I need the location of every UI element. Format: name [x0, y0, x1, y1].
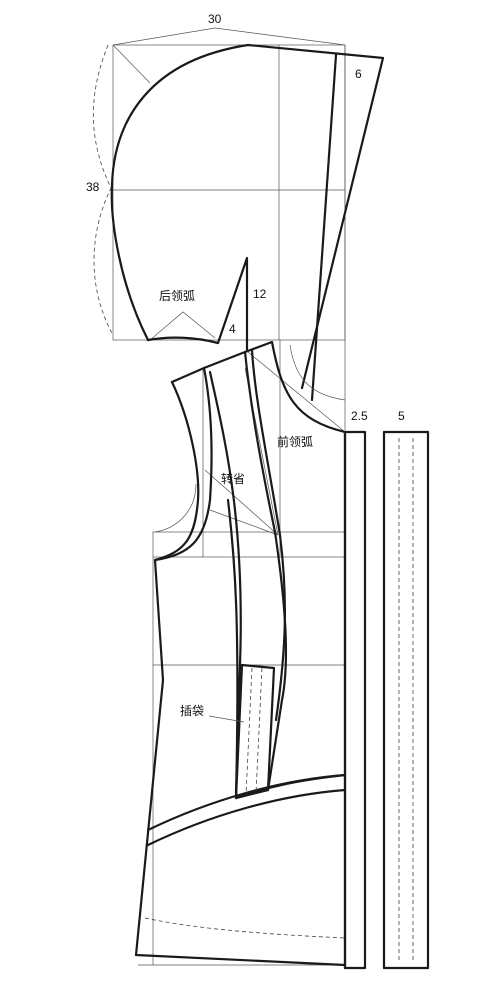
placket [382, 430, 430, 970]
back-neck-triangle [149, 311, 216, 341]
placket-outline [382, 430, 430, 970]
label-pocket: 插袋 [180, 704, 204, 718]
body-outline [134, 340, 367, 970]
inner-seam [250, 348, 287, 722]
yoke-lower-curve [146, 788, 347, 847]
front-panel-seam-left [208, 370, 242, 800]
label-dart-transfer: 转省 [221, 471, 245, 486]
neck-diagonal [247, 351, 346, 433]
shoulder-to-dart [202, 350, 277, 534]
yoke-upper-curve [146, 773, 347, 832]
front-neck-curve [243, 340, 347, 434]
back-neck-curve [146, 336, 220, 345]
dart-guide-1 [204, 469, 279, 536]
hood-width-bracket [112, 27, 346, 46]
label-back-neck: 后领弧 [159, 289, 195, 303]
pocket-outline [234, 663, 276, 800]
front-body-outline [134, 366, 347, 967]
armhole-arc-guide [154, 483, 197, 533]
armhole-outline [153, 380, 200, 562]
hood-front-edge [310, 53, 338, 402]
dim-hood-front: 6 [355, 67, 362, 81]
hood-dart [216, 256, 249, 352]
pocket [208, 663, 276, 800]
pocket-leader-line [208, 715, 245, 723]
front-neck-arc-guide [289, 344, 346, 401]
dim-width: 30 [208, 12, 222, 26]
label-front-neck: 前领弧 [277, 434, 313, 449]
hood-frame [112, 44, 346, 341]
annotations: 30 38 6 12 4 2.5 5 后领弧 前领弧 转省 插袋 [86, 12, 405, 718]
hood-outer-outline [110, 43, 385, 390]
pocket-stitch-1 [245, 667, 253, 796]
hem-dashed-curve [144, 917, 346, 939]
dim-placket: 5 [398, 409, 405, 423]
body-guides [138, 340, 346, 966]
front-extension [343, 430, 367, 970]
dim-height: 38 [86, 180, 100, 194]
dart-guide-2 [209, 509, 279, 536]
dim-dart-width: 4 [229, 322, 236, 336]
dart-line [226, 498, 239, 800]
hood-outline [110, 43, 385, 402]
pocket-stitch-2 [255, 667, 263, 794]
hood-guides [92, 27, 346, 430]
hood-corner-diagonal [112, 44, 151, 84]
dim-dart-length: 12 [253, 287, 267, 301]
dim-front-ext: 2.5 [351, 409, 368, 423]
